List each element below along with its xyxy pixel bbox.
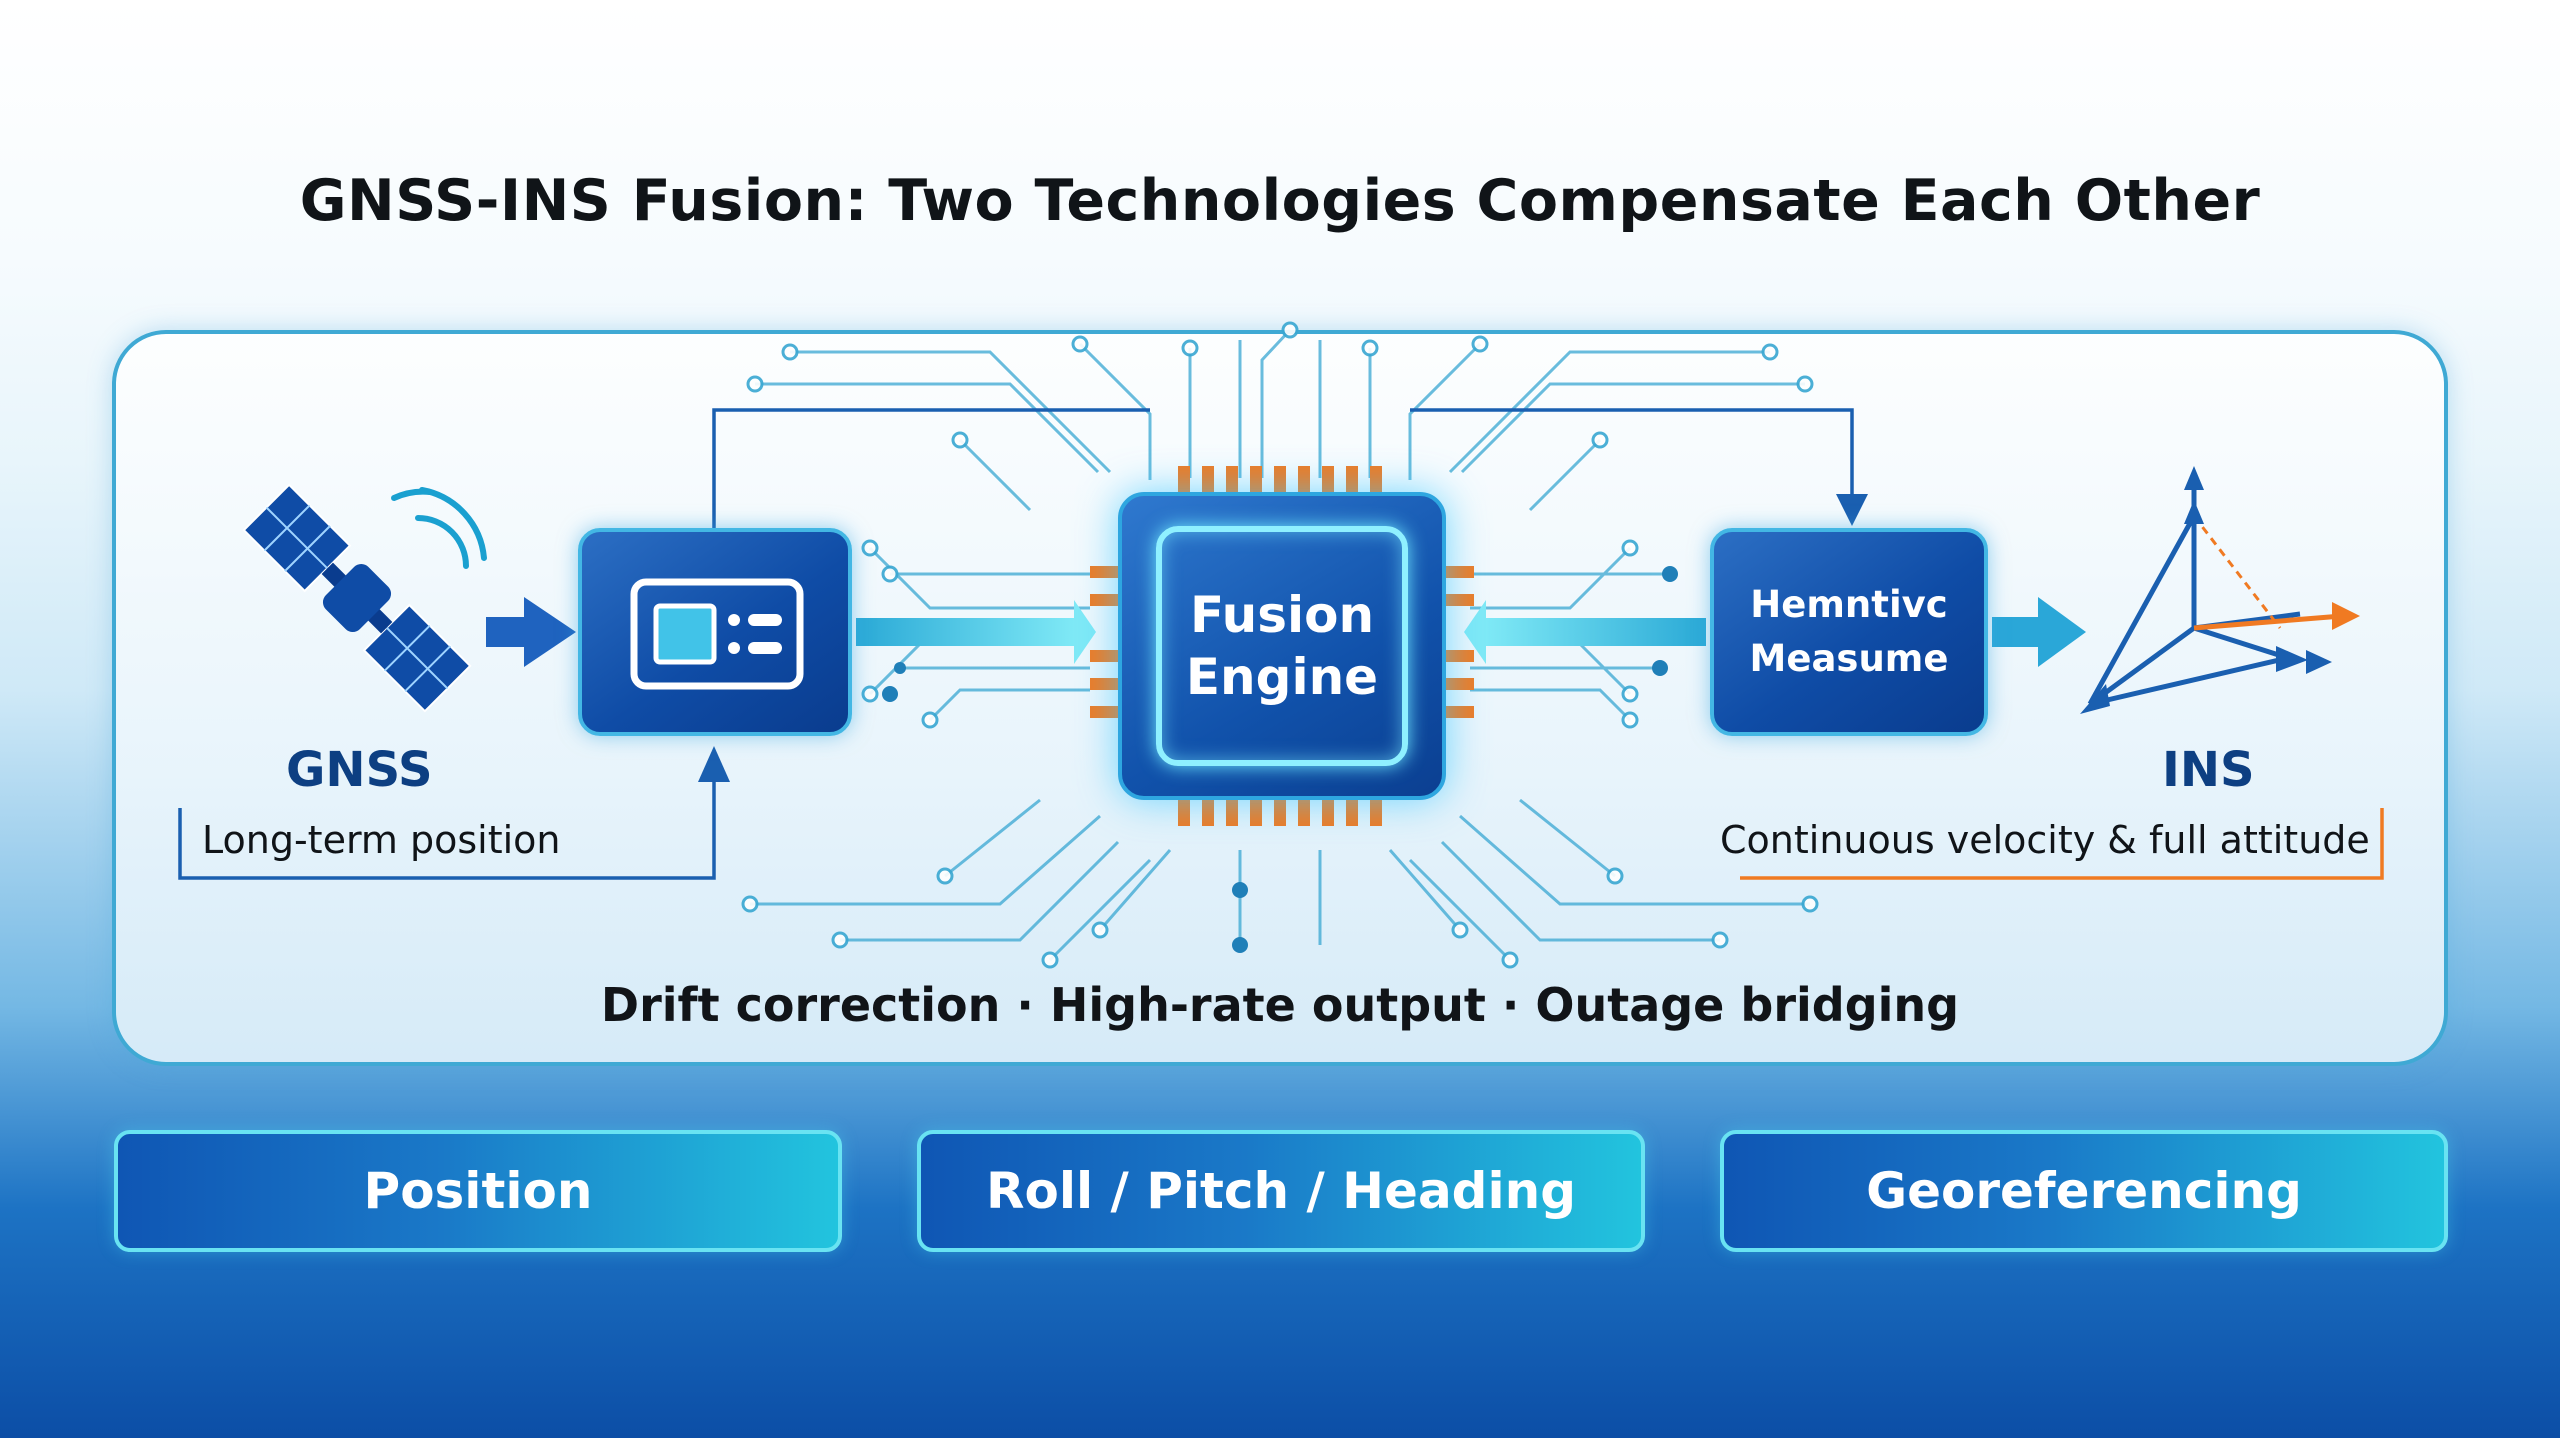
gnss-receiver-box bbox=[578, 528, 852, 736]
fusion-engine-core: Fusion Engine bbox=[1156, 526, 1408, 766]
ins-note: Continuous velocity & full attitude bbox=[1720, 818, 2370, 862]
output-georeferencing: Georeferencing bbox=[1720, 1130, 2448, 1252]
ins-label: INS bbox=[2162, 742, 2255, 798]
receiver-display-icon bbox=[630, 578, 804, 690]
output-roll-pitch-heading: Roll / Pitch / Heading bbox=[917, 1130, 1645, 1252]
measurement-label-line2: Measume bbox=[1749, 637, 1949, 680]
satellite-icon bbox=[242, 483, 487, 713]
fusion-engine-chip: Fusion Engine bbox=[1118, 492, 1446, 800]
benefits-summary: Drift correction · High-rate output · Ou… bbox=[600, 978, 1960, 1032]
measurement-box-label: Hemntivc Measume bbox=[1714, 532, 1984, 732]
measurement-box: Hemntivc Measume bbox=[1710, 528, 1988, 736]
fusion-engine-label: Fusion Engine bbox=[1167, 584, 1397, 708]
measurement-label-line1: Hemntivc bbox=[1750, 583, 1948, 626]
output-position: Position bbox=[114, 1130, 842, 1252]
page-title: GNSS-INS Fusion: Two Technologies Compen… bbox=[299, 168, 2261, 234]
gnss-label: GNSS bbox=[286, 742, 433, 798]
fusion-engine-label-line2: Engine bbox=[1185, 648, 1379, 706]
gnss-note: Long-term position bbox=[202, 818, 561, 862]
axes-icon bbox=[2080, 466, 2360, 714]
fusion-engine-label-line1: Fusion bbox=[1189, 586, 1375, 644]
